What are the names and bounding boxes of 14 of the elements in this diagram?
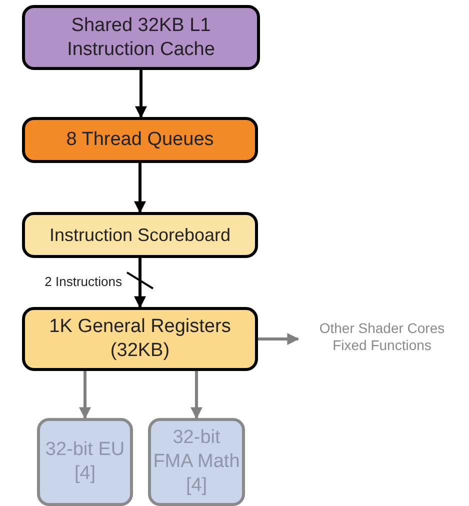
output-text: Other Shader Cores Fixed Functions bbox=[302, 316, 462, 358]
arrow bbox=[134, 163, 146, 214]
arrow bbox=[135, 70, 147, 118]
queue-box: 8 Thread Queues bbox=[22, 117, 258, 163]
arrow bbox=[79, 371, 91, 420]
unit-box: 32-bit EU [4] bbox=[37, 418, 133, 506]
scoreboard-box: Instruction Scoreboard bbox=[22, 212, 258, 258]
arrow bbox=[134, 258, 146, 308]
unit-box: 32-bit FMA Math [4] bbox=[148, 418, 245, 506]
edge-label: 2 Instructions bbox=[44, 274, 122, 288]
register-box: 1K General Registers (32KB) bbox=[22, 307, 258, 371]
cache-box: Shared 32KB L1 Instruction Cache bbox=[22, 5, 260, 70]
arrow bbox=[258, 333, 300, 345]
arrow bbox=[190, 371, 202, 420]
